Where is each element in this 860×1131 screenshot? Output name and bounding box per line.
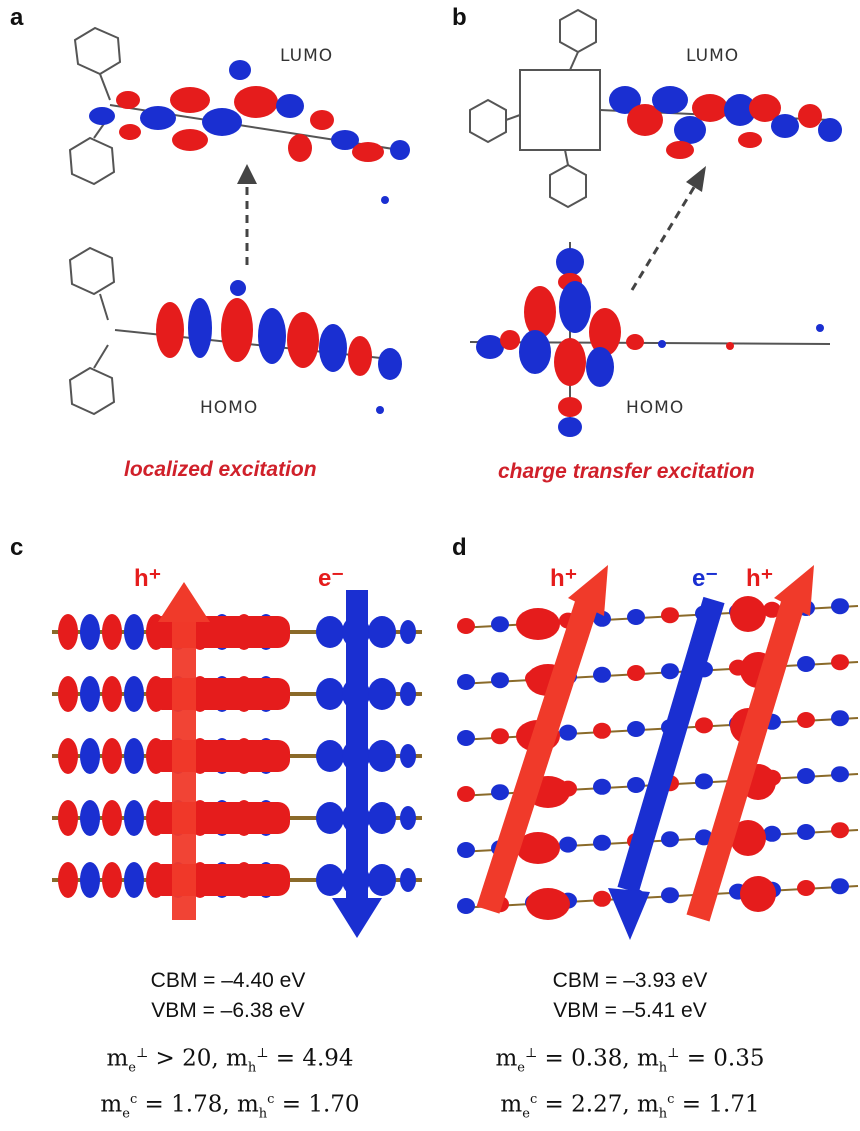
panel-d-slipped-orbitals [457,565,859,940]
panel-label-b: b [452,4,467,31]
panel-c-effective-masses: me⊥ > 20, mh⊥ = 4.94 mec = 1.78, mhc = 1… [60,1038,400,1131]
panel-c-mass-line1: me⊥ > 20, mh⊥ = 4.94 [106,1045,354,1076]
panel-c-mass-line2: mec = 1.78, mhc = 1.70 [100,1091,360,1122]
panel-label-c: c [10,534,24,561]
slipped-row [457,876,859,920]
panel-d-electron-label: e⁻ [692,565,719,592]
panel-d-band-edges: CBM = –3.93 eV VBM = –5.41 eV [480,966,780,1026]
panel-d: d h⁺ e⁻ h⁺ CBM = –3.93 eV VBM = –5.41 eV… [430,520,860,1122]
panel-d-hole-label-2: h⁺ [746,565,774,592]
panel-b-caption: charge transfer excitation [498,460,755,483]
panel-a-homo-molecule [68,246,402,416]
panel-b-homo-label: HOMO [626,398,685,418]
panel-b-homo-molecule [469,242,831,437]
panel-d-effective-masses: me⊥ = 0.38, mh⊥ = 0.35 mec = 2.27, mhc =… [460,1038,800,1131]
panel-a-lumo-label: LUMO [280,46,334,66]
panel-d-mass-line1: me⊥ = 0.38, mh⊥ = 0.35 [495,1045,765,1076]
panel-c-band-edges: CBM = –4.40 eV VBM = –6.38 eV [78,966,378,1026]
panel-c-stacked-orbitals [52,582,422,938]
panel-a-lumo-molecule [68,26,410,204]
panel-label-a: a [10,4,24,31]
panel-c-vbm: VBM = –6.38 eV [151,999,305,1022]
panel-a-excitation-arrow [237,164,257,265]
slipped-row [457,652,859,696]
panel-label-d: d [452,534,467,561]
panel-d-mass-line2: mec = 2.27, mhc = 1.71 [500,1091,760,1122]
panel-a-homo-label: HOMO [200,398,259,418]
panel-d-vbm: VBM = –5.41 eV [553,999,707,1022]
panel-d-cbm: CBM = –3.93 eV [552,969,708,992]
panel-c-electron-label: e⁻ [318,565,345,592]
panel-c-cbm: CBM = –4.40 eV [150,969,306,992]
panel-a-caption: localized excitation [124,458,317,481]
panel-b-lumo-label: LUMO [686,46,740,66]
panel-c: c h⁺ e⁻ CBM = –4.40 eV VBM = –6.38 eV me… [0,520,430,1122]
panel-d-hole-label-1: h⁺ [550,565,578,592]
panel-b: b LUMO [430,0,860,500]
slipped-row [457,708,859,752]
panel-b-excitation-arrow [630,166,706,291]
panel-a: a LUMO [0,0,430,500]
slipped-row [457,820,859,864]
panel-b-lumo-molecule [469,8,842,209]
panel-c-hole-label: h⁺ [134,565,162,592]
